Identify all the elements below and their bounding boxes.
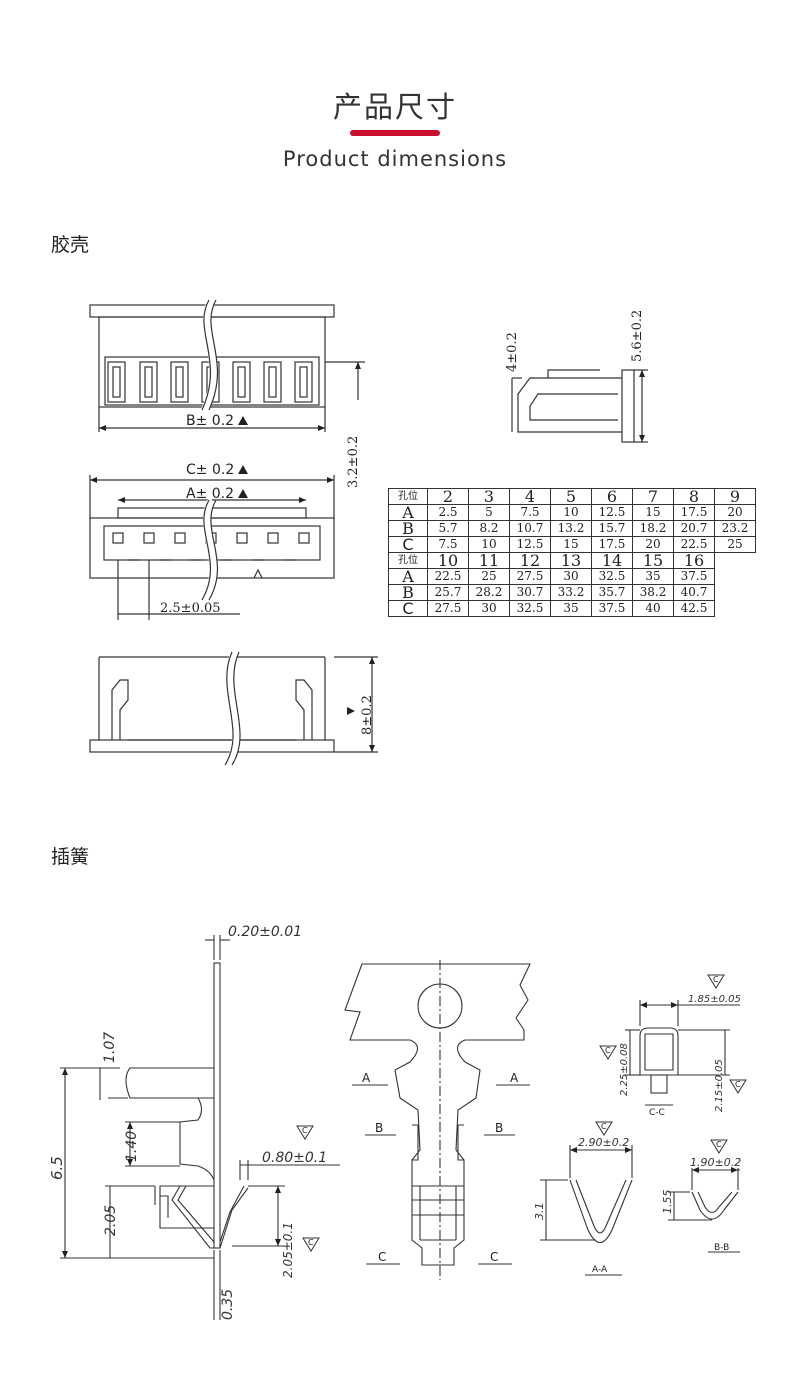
- title-accent-bar: [350, 130, 440, 136]
- dim-1-90: 1.90±0.2: [690, 1156, 741, 1169]
- terminal-spine: [213, 962, 221, 1249]
- housing-front-cavities: [112, 532, 310, 561]
- svg-text:C: C: [605, 1046, 611, 1055]
- section-heading-housing: 胶壳: [51, 234, 90, 256]
- dim-a: A± 0.2: [186, 486, 234, 502]
- dim-2-90: 2.90±0.2: [578, 1136, 629, 1149]
- dim-0-20: 0.20±0.01: [228, 924, 302, 940]
- svg-text:C: C: [308, 1238, 314, 1247]
- dim-2-05-tol: 2.05±0.1: [281, 1222, 295, 1278]
- dim-2-15: 2.15±0.05: [714, 1059, 725, 1112]
- terminal-strip-carrier: [362, 963, 531, 1031]
- dim-2-05: 2.05: [103, 1205, 119, 1236]
- svg-text:C: C: [735, 1080, 741, 1089]
- dim-1-55: 1.55: [661, 1190, 674, 1215]
- svg-text:A: A: [510, 1071, 519, 1085]
- section-a-a: [569, 1179, 633, 1244]
- dim-c: C± 0.2: [186, 462, 234, 478]
- dim-height-8: 8±0.2: [360, 695, 375, 735]
- housing-side-body: [517, 377, 622, 433]
- dim-0-80: 0.80±0.1: [262, 1150, 327, 1166]
- svg-text:C: C: [601, 1122, 607, 1131]
- dim-1-85: 1.85±0.05: [688, 994, 741, 1005]
- svg-text:C: C: [716, 1140, 722, 1149]
- page-subtitle: Product dimensions: [282, 147, 508, 171]
- housing-side-flange: [621, 369, 635, 443]
- dim-0-35: 0.35: [220, 1289, 236, 1320]
- dim-2-25: 2.25±0.08: [619, 1043, 630, 1096]
- housing-drawing: B± 0.2 C± 0.2 A± 0.2 2.5±0.05 3.2±0.2 8±…: [89, 298, 648, 768]
- svg-text:B: B: [495, 1121, 503, 1135]
- section-heading-terminal: 插簧: [51, 846, 90, 868]
- pilot-hole: [417, 983, 463, 1029]
- dim-height-4: 4±0.2: [505, 332, 520, 372]
- label-c-c: C-C: [649, 1108, 665, 1118]
- housing-contact-slots: [107, 361, 313, 403]
- svg-text:C: C: [713, 975, 719, 984]
- dim-3-1: 3.1: [533, 1203, 546, 1221]
- dim-1-07: 1.07: [102, 1032, 118, 1063]
- svg-text:C: C: [490, 1250, 498, 1264]
- finish-symbols: [296, 974, 747, 1252]
- svg-text:C: C: [378, 1250, 386, 1264]
- page-title: 产品尺寸: [332, 90, 457, 124]
- housing-bottom-body: [98, 657, 326, 740]
- dim-height-5-6: 5.6±0.2: [630, 310, 645, 362]
- dim-height-3-2: 3.2±0.2: [346, 436, 361, 488]
- svg-text:A: A: [362, 1071, 371, 1085]
- dim-1-40: 1.40: [124, 1131, 140, 1162]
- section-c-c: [639, 1027, 679, 1076]
- svg-text:C: C: [302, 1126, 308, 1135]
- label-b-b: B-B: [714, 1243, 729, 1253]
- dim-b: B± 0.2: [186, 413, 234, 429]
- label-a-a: A-A: [592, 1265, 608, 1275]
- dim-pitch: 2.5±0.05: [160, 601, 221, 616]
- section-b-b: [691, 1191, 739, 1220]
- dim-6-5: 6.5: [48, 1156, 66, 1180]
- svg-text:B: B: [375, 1121, 383, 1135]
- table-row: 孔位 2 3 4 5 6 7 8 9: [388, 488, 756, 505]
